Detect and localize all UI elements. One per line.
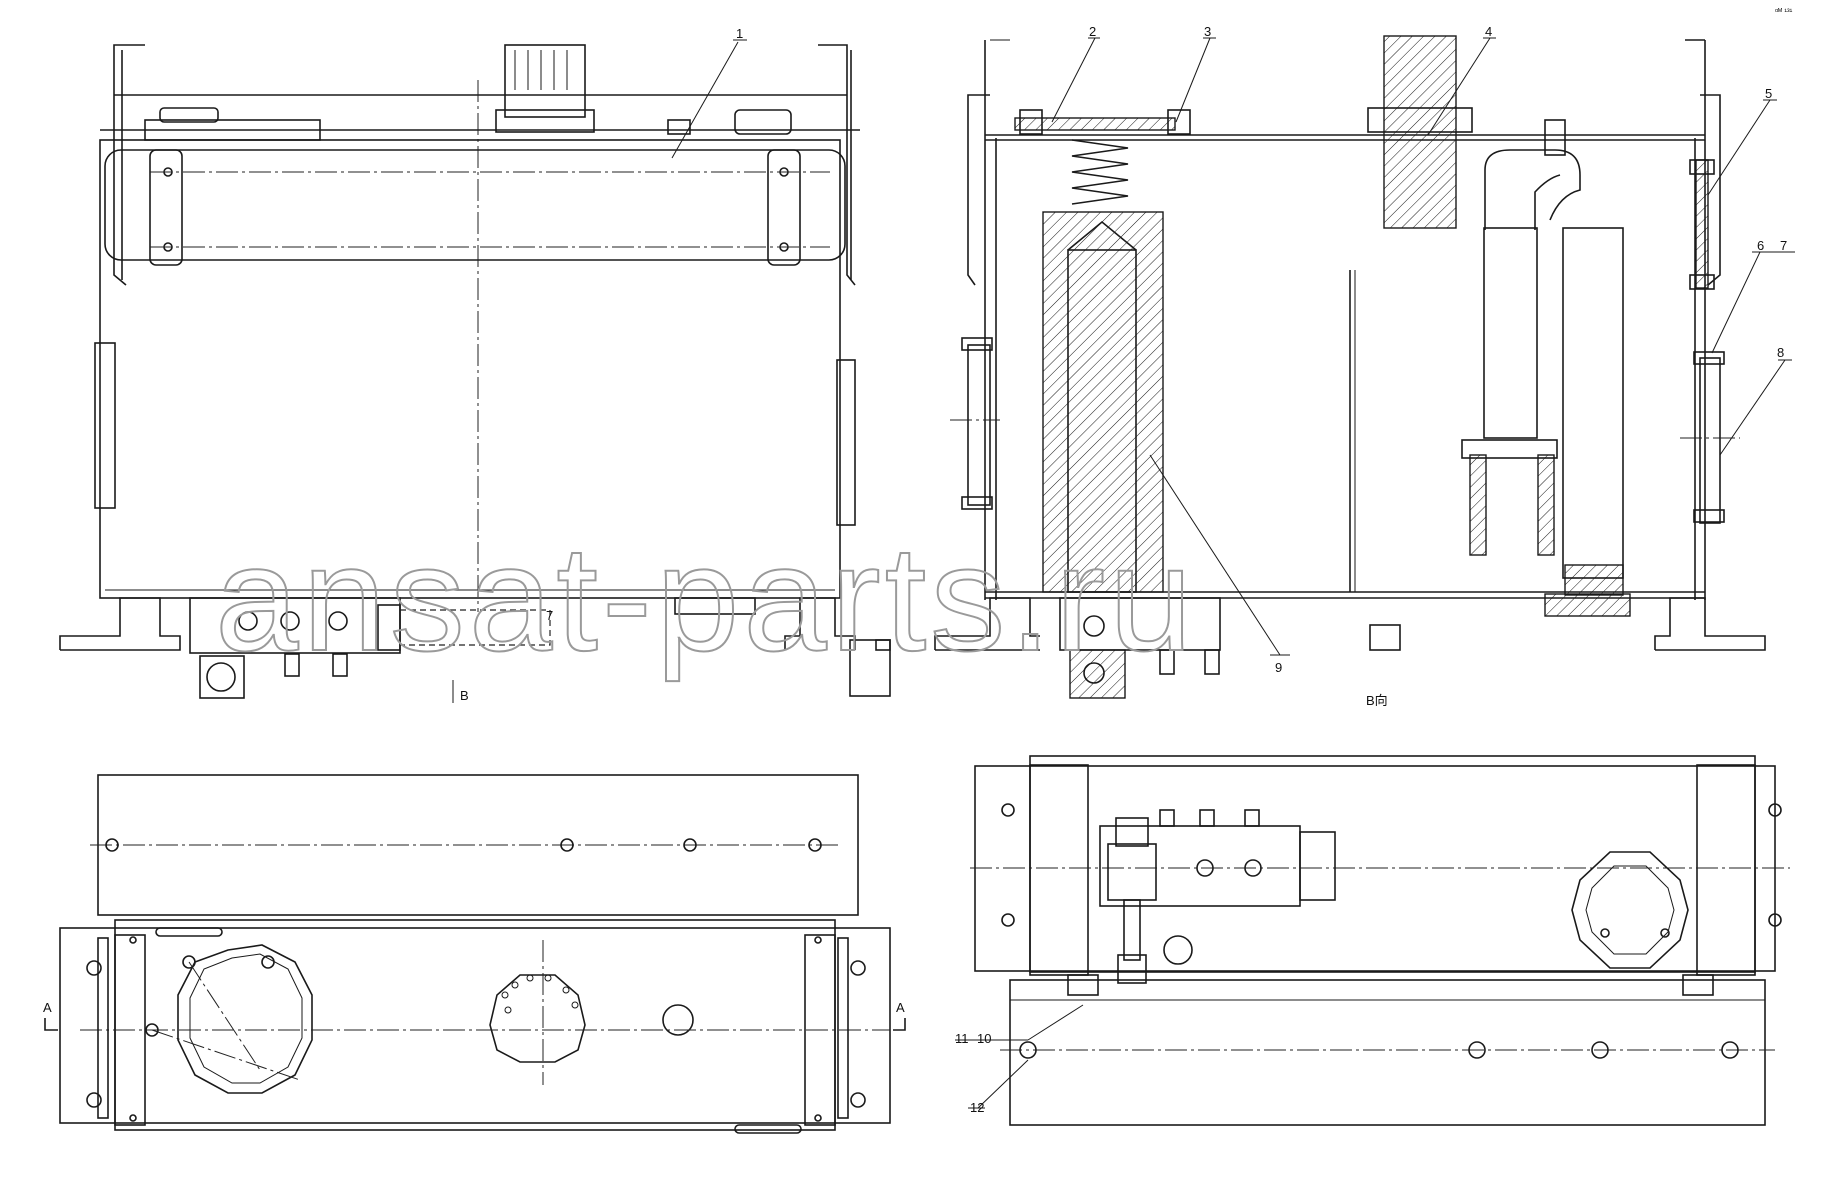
leader-lines <box>671 37 1795 1109</box>
bottom-view <box>970 755 1790 1126</box>
balloon-7: 7 <box>1780 238 1787 253</box>
corner-mark: ᵅᴹ ¹³¹ <box>1775 7 1793 16</box>
view-b-label: B向 <box>1366 693 1388 708</box>
balloon-4: 4 <box>1485 24 1492 39</box>
top-view <box>44 774 906 1134</box>
balloon-2: 2 <box>1089 24 1096 39</box>
spring <box>1071 139 1129 205</box>
section-mark-b: B <box>460 688 469 703</box>
balloon-8: 8 <box>1777 345 1784 360</box>
balloon-12: 12 <box>970 1100 984 1115</box>
balloon-10: 10 <box>977 1031 991 1046</box>
front-view <box>59 44 891 703</box>
balloon-11: 11 <box>955 1031 969 1046</box>
section-mark-a-right: A <box>896 1000 905 1015</box>
section-view <box>934 35 1766 699</box>
manifold-view-number: 7 <box>546 608 553 623</box>
balloon-9: 9 <box>1275 660 1282 675</box>
section-mark-a-left: A <box>43 1000 52 1015</box>
balloon-3: 3 <box>1204 24 1211 39</box>
watermark: ansat-parts.ru <box>215 514 1196 682</box>
balloon-6: 6 <box>1757 238 1764 253</box>
balloon-1: 1 <box>736 26 743 41</box>
balloon-5: 5 <box>1765 86 1772 101</box>
part-balloons: 1 2 3 4 5 6 7 8 9 10 11 12 <box>736 24 1787 1115</box>
